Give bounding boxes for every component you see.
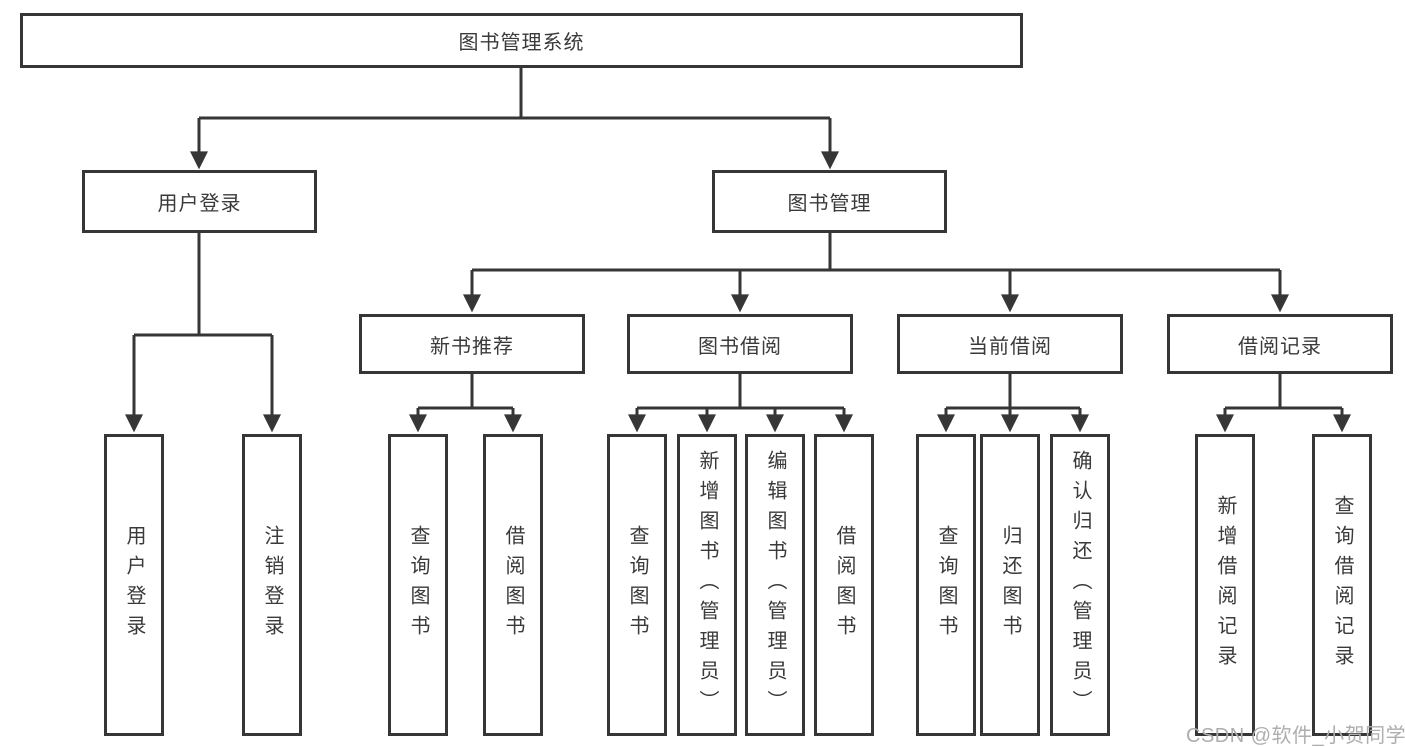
leaf-query-books-borrowing: 查询图书 [607, 434, 667, 736]
leaf-return-books: 归还图书 [980, 434, 1040, 736]
leaf-add-books-admin: 新增图书（管理员） [677, 434, 737, 736]
leaf-label: 注销登录 [261, 525, 283, 645]
leaf-borrow-books-recommend: 借阅图书 [483, 434, 543, 736]
leaf-label: 确认归还（管理员） [1069, 450, 1091, 720]
node-label: 借阅记录 [1238, 335, 1322, 358]
leaf-add-borrow-record: 新增借阅记录 [1195, 434, 1255, 736]
leaf-confirm-return-admin: 确认归还（管理员） [1050, 434, 1110, 736]
leaf-label: 查询图书 [407, 525, 429, 645]
leaf-label: 编辑图书（管理员） [764, 450, 786, 720]
node-book-management: 图书管理 [712, 170, 947, 233]
node-borrowing-records: 借阅记录 [1167, 314, 1393, 374]
node-current-borrowing: 当前借阅 [897, 314, 1123, 374]
node-label: 用户登录 [157, 193, 242, 215]
leaf-query-books-current: 查询图书 [916, 434, 976, 736]
node-label: 图书借阅 [698, 335, 782, 358]
leaf-label: 查询图书 [626, 525, 648, 645]
node-new-book-recommend: 新书推荐 [359, 314, 585, 374]
leaf-borrow-books: 借阅图书 [814, 434, 874, 736]
csdn-watermark: CSDN @软件_小贺同学 [1186, 725, 1405, 747]
node-library-management-system: 图书管理系统 [20, 13, 1023, 68]
leaf-label: 查询借阅记录 [1331, 495, 1353, 675]
leaf-edit-books-admin: 编辑图书（管理员） [745, 434, 805, 736]
leaf-label: 查询图书 [935, 525, 957, 645]
leaf-query-books-recommend: 查询图书 [388, 434, 448, 736]
leaf-label: 用户登录 [123, 525, 145, 645]
node-user-login: 用户登录 [82, 170, 317, 233]
node-label: 图书管理 [787, 193, 872, 215]
leaf-user-login: 用户登录 [104, 434, 164, 736]
leaf-label: 归还图书 [999, 525, 1021, 645]
leaf-label: 新增图书（管理员） [696, 450, 718, 720]
leaf-label: 借阅图书 [502, 525, 524, 645]
leaf-logout-login: 注销登录 [242, 434, 302, 736]
node-label: 图书管理系统 [458, 32, 585, 54]
leaf-label: 借阅图书 [833, 525, 855, 645]
leaf-query-borrow-record: 查询借阅记录 [1312, 434, 1372, 736]
leaf-label: 新增借阅记录 [1214, 495, 1236, 675]
node-label: 当前借阅 [968, 335, 1052, 358]
node-book-borrowing: 图书借阅 [627, 314, 853, 374]
node-label: 新书推荐 [430, 335, 514, 358]
